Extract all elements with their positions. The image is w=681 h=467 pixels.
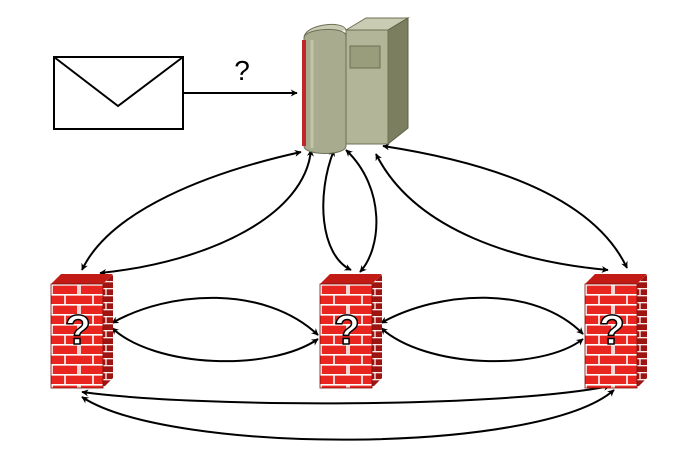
server-center-arrow-right [345,149,378,273]
left-center-arrow-top [111,296,319,336]
firewall-left-icon: ? [50,273,114,389]
left-center-arrow-bottom [111,327,319,363]
server-center-arrow-left [322,149,352,271]
server-left-arrow-lower [99,149,314,276]
firewall-left-mark: ? [65,306,91,353]
left-right-arrow-outer [81,389,615,441]
left-right-arrow-inner [81,383,611,405]
firewall-right-icon: ? [584,273,648,389]
firewall-right-mark: ? [599,306,625,353]
server-right-arrow-lower [375,153,609,273]
center-right-arrow-bottom [380,327,584,363]
server-tower-icon [302,17,410,154]
server-left-arrow-upper [81,149,302,271]
center-right-arrow-top [380,296,584,335]
firewall-center-icon: ? [319,273,383,389]
firewall-center-mark: ? [334,306,360,353]
envelope-icon [53,56,184,130]
message-label: ? [234,55,250,86]
